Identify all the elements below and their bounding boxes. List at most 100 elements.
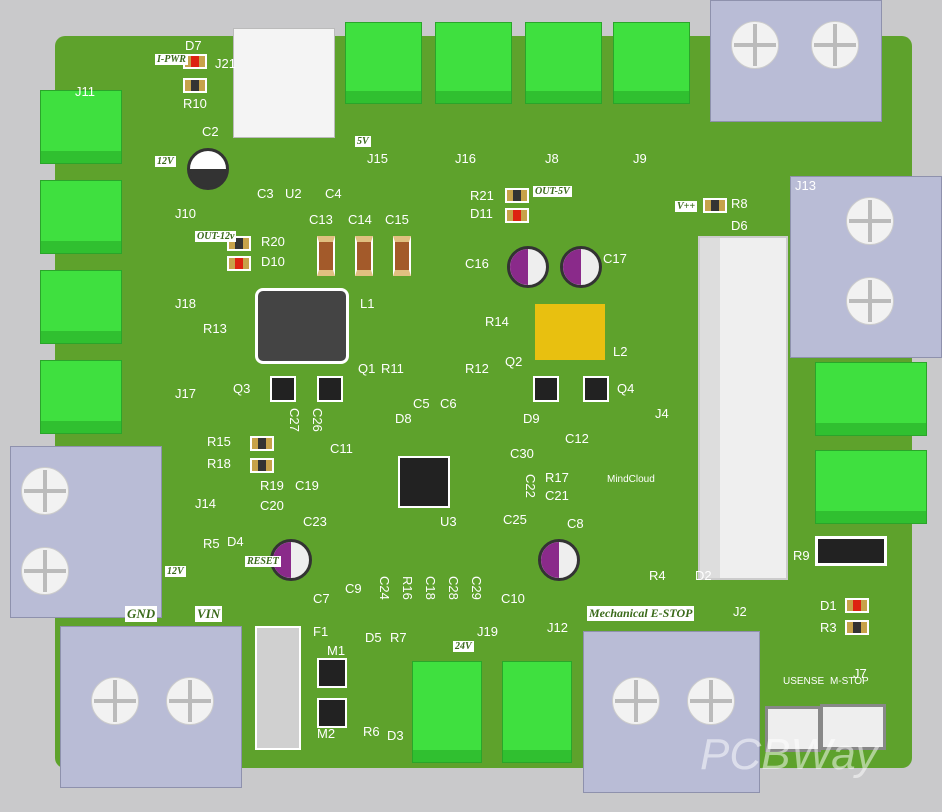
silk-vpp: V++ [675,201,698,212]
q4 [583,376,609,402]
ref: C28 [446,576,461,600]
silk-pwr: I-PWR [155,54,188,65]
ref: C6 [440,396,457,411]
ref: J18 [175,296,196,311]
ref: R14 [485,314,509,329]
capacitor-c16 [507,246,549,288]
ref: R16 [400,576,415,600]
ref: Q3 [233,381,251,396]
capacitor-c14 [355,236,373,276]
ref: D4 [227,534,244,549]
ref: R20 [261,234,285,249]
ref: C16 [465,256,489,271]
ref: R12 [465,361,489,376]
ref: C30 [510,446,534,461]
terminal-j9 [613,22,690,104]
ribbon-connector [698,236,788,580]
ref: C11 [330,441,353,456]
resistor-r8 [703,198,727,213]
silk-v5: 5V [355,136,371,147]
capacitor-c17 [560,246,602,288]
capacitor-c8 [538,539,580,581]
silk-vin: VIN [195,606,223,622]
ref: L1 [360,296,375,311]
screw-terminal-j2 [583,631,760,793]
ref: D11 [470,206,493,221]
ref: J9 [633,151,647,166]
ref: C27 [287,408,302,432]
ref: U2 [285,186,302,201]
screw-terminal-j14 [10,446,162,618]
ref: C2 [202,124,219,139]
capacitor-c15 [393,236,411,276]
ref: U3 [440,514,457,529]
screw-terminal-vin [60,626,242,788]
ref: R9 [793,548,810,563]
ref: C20 [260,498,284,513]
ref: R3 [820,620,837,635]
ref: J12 [547,620,568,635]
ref: R7 [390,630,407,645]
ref: C17 [603,251,627,266]
ref: C15 [385,212,409,227]
ref: C8 [567,516,584,531]
ref: C29 [469,576,484,600]
capacitor-c2 [187,148,229,190]
screw-terminal-right [790,176,942,358]
ref: J15 [367,151,388,166]
ref: C19 [295,478,319,493]
q2 [533,376,559,402]
terminal-j4 [815,362,927,436]
terminal-j12 [502,661,572,763]
ref: R4 [649,568,666,583]
ref: R11 [381,361,404,376]
q3 [270,376,296,402]
ref: Q4 [617,381,635,396]
ref: M1 [327,643,346,658]
ref: J16 [455,151,476,166]
ref: J17 [175,386,196,401]
ref: Q2 [505,354,523,369]
ref: R17 [545,470,569,485]
silk-v12: 12V [155,156,176,167]
silk-v24: 24V [453,641,474,652]
terminal-j17 [40,360,122,434]
ref: D10 [261,254,285,269]
ref: Q1 [358,361,376,376]
inductor-l2 [535,304,605,360]
resistor-r21 [505,188,529,203]
silk-estop: Mechanical E-STOP [587,606,695,621]
ref: J4 [655,406,669,421]
ref: C23 [303,514,327,529]
terminal-j11 [40,90,122,164]
watermark: PCBWay [700,730,878,779]
ref: C10 [501,591,525,606]
ref: C14 [348,212,372,227]
ref: D8 [395,411,412,426]
ref: C26 [310,408,325,432]
ref: M2 [317,726,336,741]
ref: J10 [175,206,196,221]
ref: L2 [613,344,628,359]
ref: R8 [731,196,748,211]
ref: C3 [257,186,274,201]
ref: D6 [731,218,748,233]
ref: C25 [503,512,527,527]
ref: C24 [377,576,392,600]
terminal-j16 [435,22,512,104]
led-d11 [505,208,529,223]
ref: C21 [545,488,569,503]
ref: J13 [795,178,816,193]
terminal-j10 [40,180,122,254]
ref: R6 [363,724,380,739]
terminal-j8 [525,22,602,104]
silk-out12: OUT-12v [195,231,237,242]
inductor-l1 [255,288,349,364]
led-d1 [845,598,869,613]
pcb-board: Mechanical E-STOP VIN GND I-PWR OUT-12v … [10,0,942,793]
ref: C7 [313,591,330,606]
ref: J11 [75,84,95,99]
ref: C12 [565,431,589,446]
resistor-r18 [250,458,274,473]
logo-mindcloud: MindCloud [607,474,655,485]
